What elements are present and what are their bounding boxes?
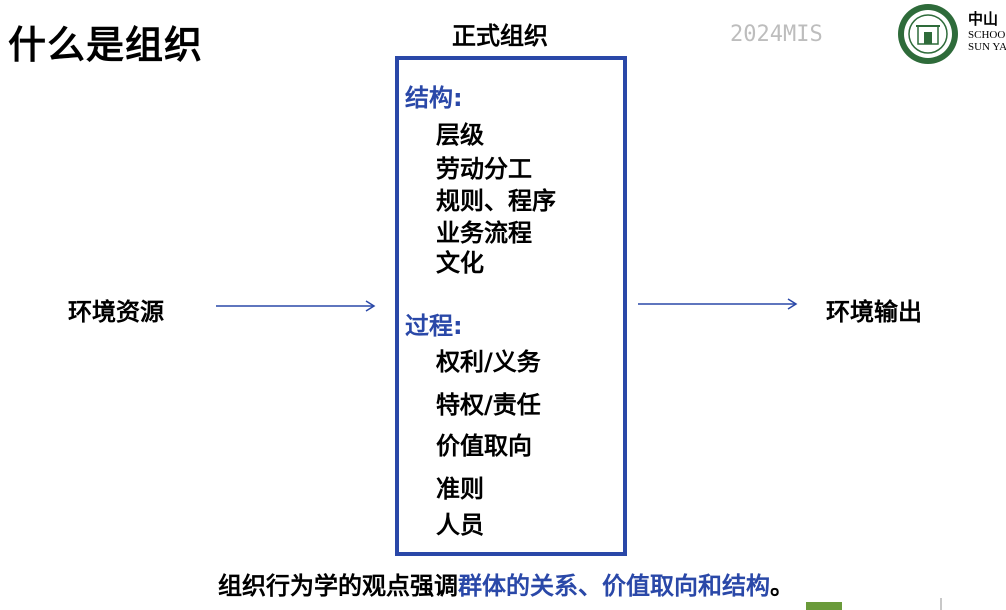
process-item: 权利/义务 bbox=[436, 348, 541, 376]
slide-title: 什么是组织 bbox=[8, 23, 204, 67]
university-name-cn: 中山 bbox=[968, 12, 999, 28]
process-item: 人员 bbox=[436, 511, 484, 539]
process-item: 特权/责任 bbox=[436, 391, 541, 419]
structure-item: 层级 bbox=[436, 121, 484, 149]
university-seal-logo bbox=[898, 4, 958, 64]
process-item: 准则 bbox=[436, 475, 484, 503]
formal-organization-box bbox=[395, 56, 627, 556]
corner-decoration bbox=[940, 598, 942, 610]
org-box-title: 正式组织 bbox=[452, 22, 548, 50]
output-label: 环境输出 bbox=[826, 298, 922, 326]
university-name-en-2: SUN YA bbox=[968, 41, 1006, 53]
input-arrow bbox=[216, 300, 376, 312]
structure-heading: 结构: bbox=[405, 84, 463, 112]
structure-item: 劳动分工 bbox=[436, 155, 532, 183]
bottom-highlight: 群体的关系、价值取向和结构 bbox=[458, 572, 770, 600]
process-heading: 过程: bbox=[405, 312, 463, 340]
watermark: 2024MIS bbox=[730, 22, 823, 47]
input-label: 环境资源 bbox=[68, 298, 164, 326]
bottom-suffix: 。 bbox=[770, 572, 794, 600]
structure-item: 规则、程序 bbox=[436, 187, 556, 215]
structure-item: 文化 bbox=[436, 249, 484, 277]
bottom-prefix: 组织行为学的观点强调 bbox=[218, 572, 458, 600]
bottom-statement: 组织行为学的观点强调群体的关系、价值取向和结构。 bbox=[218, 566, 794, 601]
university-name: 中山 SCHOO SUN YA bbox=[968, 8, 1006, 53]
university-name-en-1: SCHOO bbox=[968, 29, 1006, 41]
process-item: 价值取向 bbox=[436, 432, 532, 460]
output-arrow bbox=[638, 298, 798, 310]
structure-item: 业务流程 bbox=[436, 219, 532, 247]
corner-decoration bbox=[806, 602, 842, 610]
